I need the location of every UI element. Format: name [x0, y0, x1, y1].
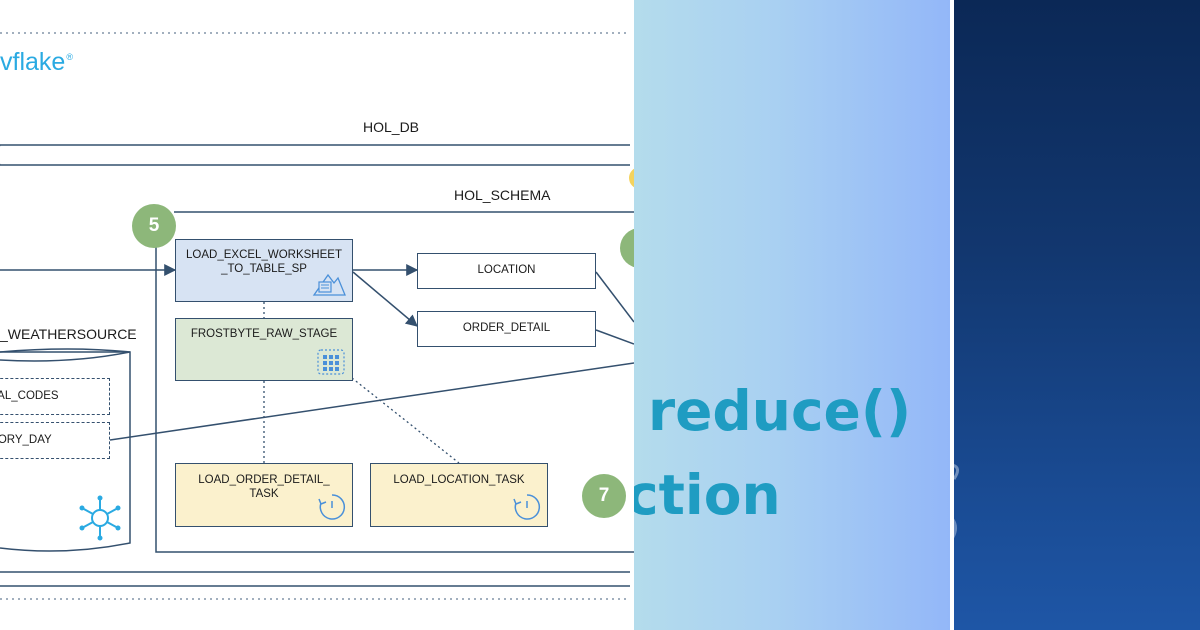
brand-logo: vflake® [0, 48, 73, 77]
snowflake-icon [79, 495, 121, 541]
line-share-out [109, 362, 634, 441]
location-table-label: LOCATION [477, 264, 536, 276]
overlay-panel: reduce() ction [634, 0, 950, 630]
overlay-line-1: reduce() [648, 379, 912, 443]
share-table-1: TAL_CODES [0, 378, 110, 415]
mountain-chart-icon [312, 273, 346, 296]
stage-label: FROSTBYTE_RAW_STAGE [190, 328, 338, 340]
stage-box: FROSTBYTE_RAW_STAGE [175, 318, 353, 381]
schema-container [155, 211, 634, 553]
diagram-panel: vflake® HOL_DB HOL_SCHEMA _WEATHERSOURCE… [0, 32, 634, 600]
panel-divider [950, 0, 954, 630]
partial-green-badge [620, 228, 634, 268]
share-table-2-label: TORY_DAY [0, 434, 52, 446]
partial-yellow-badge [629, 168, 634, 188]
order-detail-table-box: ORDER_DETAIL [417, 311, 596, 347]
schema-label: HOL_SCHEMA [454, 187, 551, 203]
step-5-badge: 5 [132, 204, 176, 248]
overlay-line-2: ction [634, 463, 781, 527]
location-table-box: LOCATION [417, 253, 596, 289]
share-cylinder-rim [0, 348, 131, 362]
share-cylinder [0, 351, 131, 552]
procedure-box: LOAD_EXCEL_WORKSHEET _TO_TABLE_SP [175, 239, 353, 302]
brand-registered-mark: ® [66, 52, 73, 62]
clock-icon [318, 494, 346, 520]
procedure-line-1: LOAD_EXCEL_WORKSHEET [186, 249, 342, 261]
order-detail-table-label: ORDER_DETAIL [462, 322, 551, 334]
share-table-2: TORY_DAY [0, 422, 110, 459]
db-cylinder-bottom [0, 571, 630, 587]
order-detail-task-box: LOAD_ORDER_DETAIL_ TASK [175, 463, 353, 527]
arrow-to-order-detail [352, 271, 418, 327]
brand-text: vflake [0, 48, 66, 76]
share-table-1-label: TAL_CODES [0, 390, 59, 402]
location-task-label: LOAD_LOCATION_TASK [393, 474, 525, 486]
grid-icon [317, 349, 345, 375]
db-cylinder-top [0, 144, 630, 166]
clock-icon [513, 494, 541, 520]
location-task-box: LOAD_LOCATION_TASK [370, 463, 548, 527]
faint-glyph [954, 464, 959, 539]
share-label: _WEATHERSOURCE [0, 326, 137, 342]
dark-blue-panel [954, 0, 1200, 630]
diagram-lines [0, 32, 634, 600]
line-order-out [595, 329, 634, 345]
line-location-out [595, 271, 634, 323]
database-label: HOL_DB [363, 119, 420, 135]
step-7-badge: 7 [582, 474, 626, 518]
order-detail-task-line-1: LOAD_ORDER_DETAIL_ [198, 474, 330, 486]
procedure-line-2: _TO_TABLE_SP [221, 263, 307, 275]
order-detail-task-line-2: TASK [249, 488, 279, 500]
